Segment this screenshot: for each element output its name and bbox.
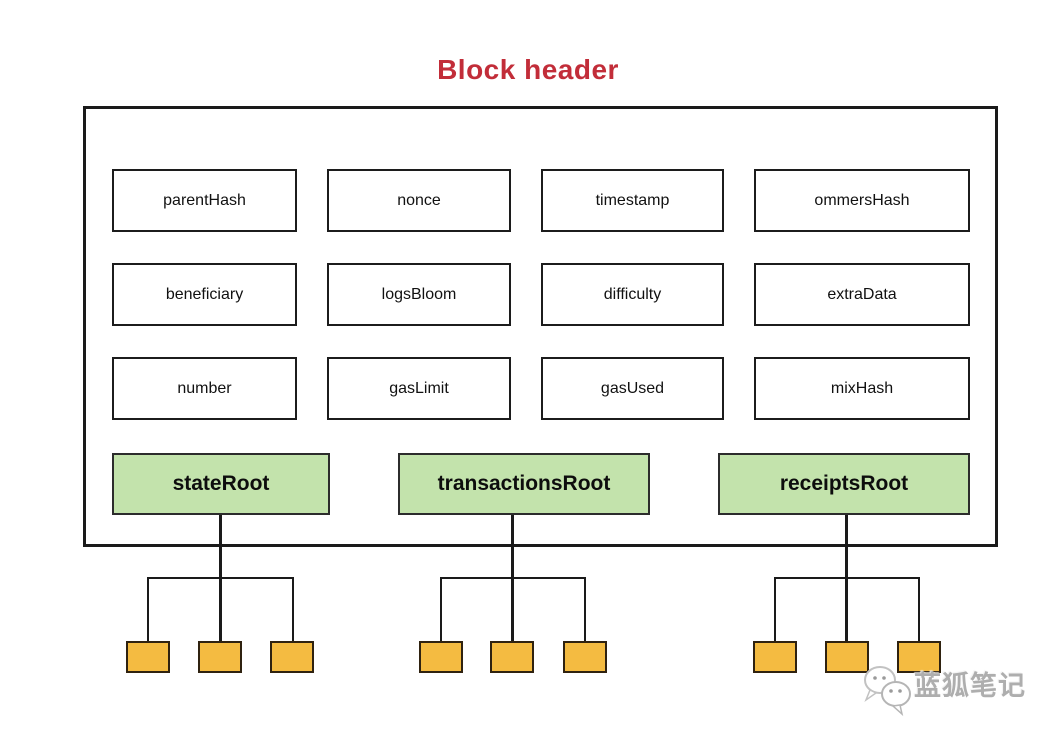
tree2-right-drop-line — [584, 577, 586, 641]
field-timestamp: timestamp — [541, 169, 724, 232]
tree1-left-drop-line — [147, 577, 149, 641]
field-beneficiary: beneficiary — [112, 263, 297, 326]
field-receiptsRoot: receiptsRoot — [718, 453, 970, 515]
watermark: 蓝狐笔记 — [856, 650, 1056, 720]
tree3-right-drop-line — [918, 577, 920, 641]
tree1-branch-line — [147, 577, 294, 579]
tree1-leaf-node-2 — [198, 641, 242, 673]
field-ommersHash: ommersHash — [754, 169, 970, 232]
field-mixHash: mixHash — [754, 357, 970, 420]
tree2-branch-line — [440, 577, 586, 579]
diagram-title: Block header — [437, 54, 619, 85]
tree1-leaf-node-3 — [270, 641, 314, 673]
field-gasUsed: gasUsed — [541, 357, 724, 420]
tree3-left-drop-line — [774, 577, 776, 641]
field-nonce: nonce — [327, 169, 511, 232]
field-extraData: extraData — [754, 263, 970, 326]
tree2-leaf-node-3 — [563, 641, 607, 673]
field-parentHash: parentHash — [112, 169, 297, 232]
speech-bubble-face-icon — [864, 666, 911, 717]
field-difficulty: difficulty — [541, 263, 724, 326]
tree3-branch-line — [774, 577, 920, 579]
tree1-right-drop-line — [292, 577, 294, 641]
watermark-text: 蓝狐笔记 — [914, 671, 1026, 701]
field-logsBloom: logsBloom — [327, 263, 511, 326]
tree2-leaf-node-2 — [490, 641, 534, 673]
tree1-leaf-node-1 — [126, 641, 170, 673]
field-transactionsRoot: transactionsRoot — [398, 453, 650, 515]
tree3-leaf-node-2 — [825, 641, 869, 673]
field-stateRoot: stateRoot — [112, 453, 330, 515]
tree2-leaf-node-1 — [419, 641, 463, 673]
field-number: number — [112, 357, 297, 420]
field-gasLimit: gasLimit — [327, 357, 511, 420]
tree2-left-drop-line — [440, 577, 442, 641]
tree3-leaf-node-1 — [753, 641, 797, 673]
tree3-leaf-node-3 — [897, 641, 941, 673]
